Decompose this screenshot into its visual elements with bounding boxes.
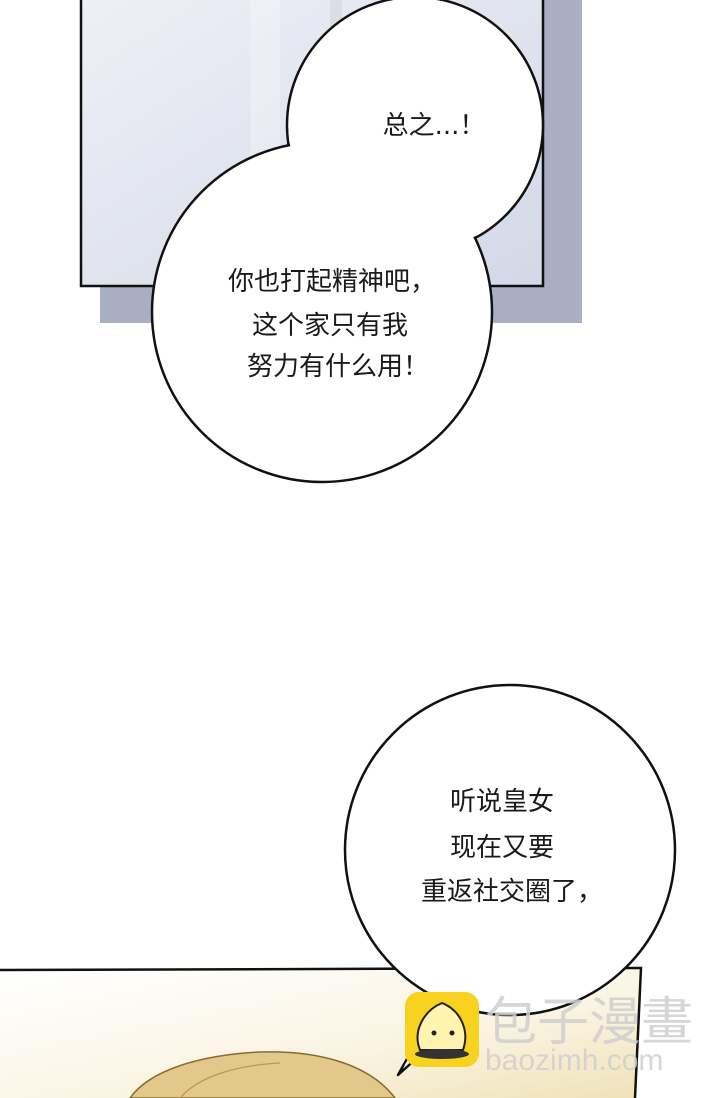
bubble-text: 你也打起精神吧， <box>228 267 436 297</box>
bubble-text: 重返社交圈了， <box>421 877 603 907</box>
character-hair <box>129 1051 396 1098</box>
watermark-title: 包子漫畫 <box>485 994 693 1052</box>
bubble-text: 听说皇女 <box>450 787 554 817</box>
speech-bubble-top: 总之...！ 你也打起精神吧， 这个家只有我 努力有什么用！ <box>150 0 545 484</box>
bubble-text: 总之...！ <box>383 111 486 141</box>
bubble-text: 这个家只有我 <box>252 311 408 341</box>
bubble-text: 努力有什么用！ <box>247 352 429 382</box>
watermark: 包子漫畫 baozimh.com <box>405 992 693 1077</box>
bubble-text: 现在又要 <box>450 833 554 863</box>
watermark-site: baozimh.com <box>485 1044 663 1077</box>
